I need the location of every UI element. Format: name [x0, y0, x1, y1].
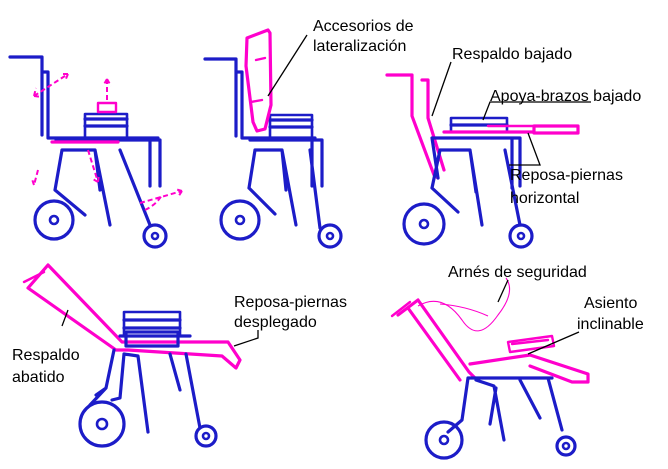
label-legrest-horizontal-line2: horizontal: [510, 190, 579, 207]
label-safety-harness: Arnés de seguridad: [448, 264, 587, 281]
label-legrest-deployed-line1: Reposa-piernas: [234, 294, 347, 311]
label-tilting-seat-line1: Asiento: [584, 295, 637, 312]
label-armrest-lowered: Apoya-brazos bajado: [490, 88, 641, 105]
chair-tilting-seat: [390, 277, 590, 460]
chair-backrest-lowered: [385, 61, 591, 249]
label-tilting-seat-line2: inclinable: [577, 316, 644, 333]
label-lateral-accessories-line2: lateralización: [313, 38, 406, 55]
chair-backrest-reclined: [22, 263, 259, 448]
chair-base-adjustable: [8, 55, 183, 249]
label-backrest-lowered: Respaldo bajado: [452, 46, 572, 63]
chair-lateral-accessories: [203, 28, 343, 249]
label-legrest-deployed-line2: desplegado: [234, 314, 317, 331]
label-backrest-reclined-line1: Respaldo: [12, 347, 80, 364]
label-legrest-horizontal-line1: Reposa-piernas: [510, 167, 623, 184]
label-backrest-reclined-line2: abatido: [12, 369, 65, 386]
label-lateral-accessories-line1: Accesorios de: [313, 18, 414, 35]
